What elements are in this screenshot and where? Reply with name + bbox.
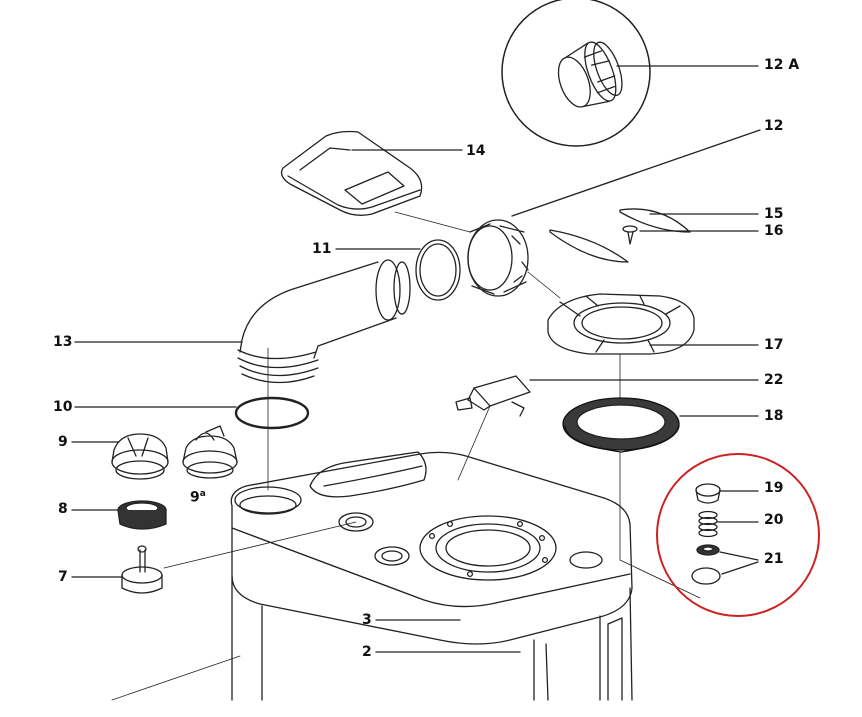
detail-12a [501, 0, 759, 147]
tank-body [111, 347, 701, 701]
callout-9a: 9a [190, 486, 206, 506]
part-22-valve [455, 375, 759, 481]
callout-10: 10 [53, 399, 73, 415]
callout-14: 14 [466, 143, 486, 159]
callout-15: 15 [764, 206, 784, 222]
part-11-oring [335, 239, 461, 301]
part-12-nut [467, 129, 761, 299]
part-7-button [71, 545, 163, 594]
callout-17: 17 [764, 337, 784, 353]
callout-13: 13 [53, 334, 73, 350]
part-10-ring [74, 396, 310, 430]
callout-11: 11 [312, 241, 332, 257]
callout-16: 16 [764, 223, 784, 239]
callout-7: 7 [58, 569, 68, 585]
callout-20: 20 [764, 512, 784, 528]
callout-19: 19 [764, 480, 784, 496]
part-19-cap [695, 483, 759, 504]
callout-8: 8 [58, 501, 68, 517]
callout-3: 3 [362, 612, 372, 628]
callout-9a-number: 9 [190, 489, 200, 506]
part-13-elbow [74, 259, 411, 384]
part-20-spring [698, 510, 759, 538]
part-17-plate [547, 293, 759, 399]
callout-12a: 12 A [764, 57, 800, 73]
part-14-cover [280, 130, 471, 233]
part-16-screw [622, 225, 759, 245]
part-8-seal [71, 500, 167, 530]
callout-9a-superscript: a [199, 489, 206, 499]
callout-18: 18 [764, 408, 784, 424]
part-9a-cap [182, 425, 238, 479]
callout-9: 9 [58, 434, 68, 450]
callout-2: 2 [362, 644, 372, 660]
callout-22: 22 [764, 372, 784, 388]
part-21-seal [691, 544, 759, 585]
callout-12: 12 [764, 118, 784, 134]
highlight-circle [656, 453, 820, 617]
part-18-gasket [562, 397, 759, 561]
callout-21: 21 [764, 551, 784, 567]
part-9-cap [71, 433, 169, 480]
part-15-wiper [549, 208, 759, 263]
